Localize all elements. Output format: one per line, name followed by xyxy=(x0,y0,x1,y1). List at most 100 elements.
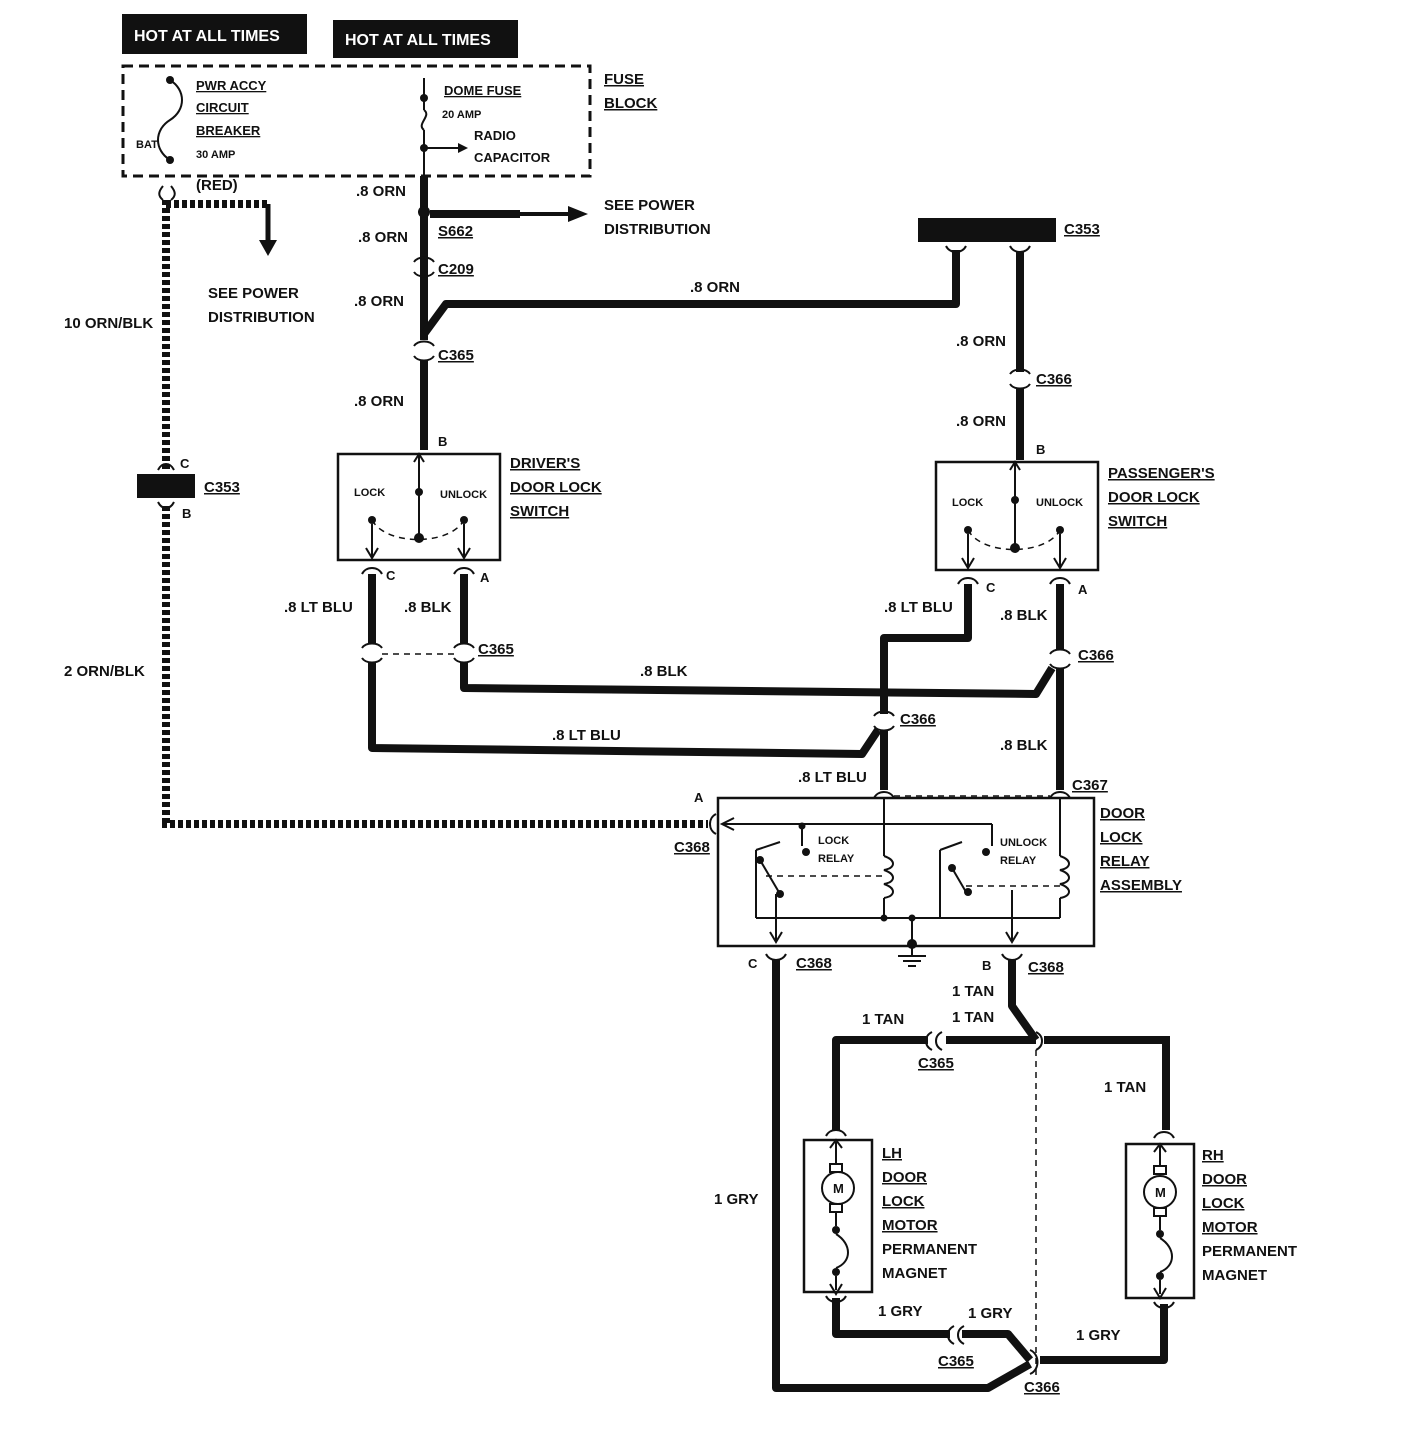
driver-output-wires: C A .8 LT BLU .8 BLK C365 .8 BLK .8 LT B… xyxy=(284,567,1056,758)
dome-fuse-label: DOME FUSE xyxy=(444,83,522,98)
see-power-1b: DISTRIBUTION xyxy=(208,309,315,326)
hot-label-left: HOT AT ALL TIMES xyxy=(122,14,307,54)
relay-label-4: ASSEMBLY xyxy=(1100,877,1182,894)
wire-orn-d: .8 ORN xyxy=(354,393,404,410)
c365-label-a: C365 xyxy=(438,347,474,364)
rh-motor-label-5: PERMANENT xyxy=(1202,1243,1297,1260)
driver-switch-label-2: DOOR LOCK xyxy=(510,479,602,496)
lock-relay-1: LOCK xyxy=(818,835,849,847)
pin-pass-a: A xyxy=(1078,582,1088,597)
wire-ltblu-mid: .8 LT BLU xyxy=(552,727,621,744)
driver-unlock-label: UNLOCK xyxy=(440,489,487,501)
hot-label-left-text: HOT AT ALL TIMES xyxy=(134,28,280,45)
radio-label-1: RADIO xyxy=(474,128,516,143)
lh-motor-label-1: LH xyxy=(882,1145,902,1162)
c366-label-a: C366 xyxy=(1036,371,1072,388)
orn-feed: SEE POWER DISTRIBUTION .8 ORN S662 .8 OR… xyxy=(354,176,960,450)
see-power-1a: SEE POWER xyxy=(208,285,299,302)
c209-label: C209 xyxy=(438,261,474,278)
relay-label-2: LOCK xyxy=(1100,829,1143,846)
lh-motor-label-6: MAGNET xyxy=(882,1265,947,1282)
wire-gry-3: 1 GRY xyxy=(968,1305,1012,1322)
driver-switch-label-3: SWITCH xyxy=(510,503,569,520)
wire-tan-4: 1 TAN xyxy=(1104,1079,1146,1096)
pin-driver-c: C xyxy=(386,568,396,583)
wire-gry-1: 1 GRY xyxy=(714,1191,758,1208)
lh-motor-m: M xyxy=(833,1181,844,1196)
wire-orn-c: .8 ORN xyxy=(354,293,404,310)
passenger-output-wires: C A .8 LT BLU .8 BLK C366 .8 BLK C366 .8… xyxy=(798,577,1114,799)
driver-door-lock-switch: LOCK UNLOCK DRIVER'S DOOR LOCK SWITCH xyxy=(336,452,602,562)
wire-blk-mid: .8 BLK xyxy=(640,663,688,680)
wire-orn-a: .8 ORN xyxy=(356,183,406,200)
c367-label: C367 xyxy=(1072,777,1108,794)
orn-blk-feed: (RED) SEE POWER DISTRIBUTION 10 ORN/BLK … xyxy=(64,177,708,828)
wire-ltblu-2: .8 LT BLU xyxy=(884,599,953,616)
pass-switch-label-2: DOOR LOCK xyxy=(1108,489,1200,506)
wire-orn-e: .8 ORN xyxy=(956,333,1006,350)
wire-blk-1: .8 BLK xyxy=(404,599,452,616)
c353-left-label: C353 xyxy=(204,479,240,496)
lh-motor-label-4: MOTOR xyxy=(882,1217,938,1234)
relay-label-3: RELAY xyxy=(1100,853,1149,870)
wire-blk-2: .8 BLK xyxy=(1000,607,1048,624)
dome-fuse-amp: 20 AMP xyxy=(442,109,481,121)
passenger-door-lock-switch: LOCK UNLOCK PASSENGER'S DOOR LOCK SWITCH xyxy=(934,460,1215,572)
breaker-label-2: CIRCUIT xyxy=(196,100,249,115)
c353-top-group: C353 .8 ORN C366 .8 ORN B xyxy=(918,218,1100,460)
rh-motor-label-3: LOCK xyxy=(1202,1195,1245,1212)
fuse-block: FUSE BLOCK PWR ACCY CIRCUIT BREAKER 30 A… xyxy=(121,64,657,178)
lh-door-lock-motor: M LH DOOR LOCK MOTOR PERMANENT MAGNET xyxy=(802,1129,977,1303)
rh-motor-m: M xyxy=(1155,1185,1166,1200)
c353-top-label: C353 xyxy=(1064,221,1100,238)
fuse-block-label-2: BLOCK xyxy=(604,95,657,112)
fuse-block-label-1: FUSE xyxy=(604,71,644,88)
lh-motor-label-5: PERMANENT xyxy=(882,1241,977,1258)
c365-label-c: C365 xyxy=(918,1055,954,1072)
wire-orn-b: .8 ORN xyxy=(358,229,408,246)
radio-label-2: CAPACITOR xyxy=(474,150,551,165)
c365-label-d: C365 xyxy=(938,1353,974,1370)
see-power-2a: SEE POWER xyxy=(604,197,695,214)
c353-top-connector xyxy=(918,218,1056,242)
pin-driver-b: B xyxy=(438,434,447,449)
wire-orn-blk-2: 2 ORN/BLK xyxy=(64,663,145,680)
motor-wiring: 1 TAN 1 TAN 1 TAN C365 1 TAN 1 GRY C366 … xyxy=(714,960,1170,1396)
wire-tan-2: 1 TAN xyxy=(952,1009,994,1026)
pin-driver-a: A xyxy=(480,570,490,585)
breaker-label-1: PWR ACCY xyxy=(196,78,267,93)
rh-motor-label-1: RH xyxy=(1202,1147,1224,1164)
c353-left-connector xyxy=(137,474,195,498)
c365-label-b: C365 xyxy=(478,641,514,658)
c368-label-b: C368 xyxy=(1028,959,1064,976)
breaker-amp: 30 AMP xyxy=(196,149,235,161)
rh-motor-label-6: MAGNET xyxy=(1202,1267,1267,1284)
wire-gry-2: 1 GRY xyxy=(878,1303,922,1320)
unlock-relay-1: UNLOCK xyxy=(1000,837,1047,849)
pin-relay-a: A xyxy=(694,790,704,805)
c368-label-a: C368 xyxy=(674,839,710,856)
driver-lock-label: LOCK xyxy=(354,487,385,499)
c366-label-b: C366 xyxy=(1078,647,1114,664)
pin-relay-b: B xyxy=(982,958,991,973)
hot-label-right-text: HOT AT ALL TIMES xyxy=(345,32,491,49)
wire-orn-blk-10: 10 ORN/BLK xyxy=(64,315,153,332)
wire-tan-3: 1 TAN xyxy=(862,1011,904,1028)
pass-switch-label-3: SWITCH xyxy=(1108,513,1167,530)
pin-pass-c: C xyxy=(986,580,996,595)
rh-motor-label-4: MOTOR xyxy=(1202,1219,1258,1236)
pin-relay-c: C xyxy=(748,956,758,971)
c366-label-c: C366 xyxy=(900,711,936,728)
see-power-2b: DISTRIBUTION xyxy=(604,221,711,238)
wire-ltblu-3: .8 LT BLU xyxy=(798,769,867,786)
pin-c353-b: B xyxy=(182,506,191,521)
driver-switch-label-1: DRIVER'S xyxy=(510,455,580,472)
hot-label-right: HOT AT ALL TIMES xyxy=(333,20,518,58)
pass-switch-label-1: PASSENGER'S xyxy=(1108,465,1215,482)
red-note: (RED) xyxy=(196,177,238,194)
lh-motor-label-3: LOCK xyxy=(882,1193,925,1210)
unlock-relay-2: RELAY xyxy=(1000,855,1037,867)
c366-label-d: C366 xyxy=(1024,1379,1060,1396)
wire-gry-4: 1 GRY xyxy=(1076,1327,1120,1344)
